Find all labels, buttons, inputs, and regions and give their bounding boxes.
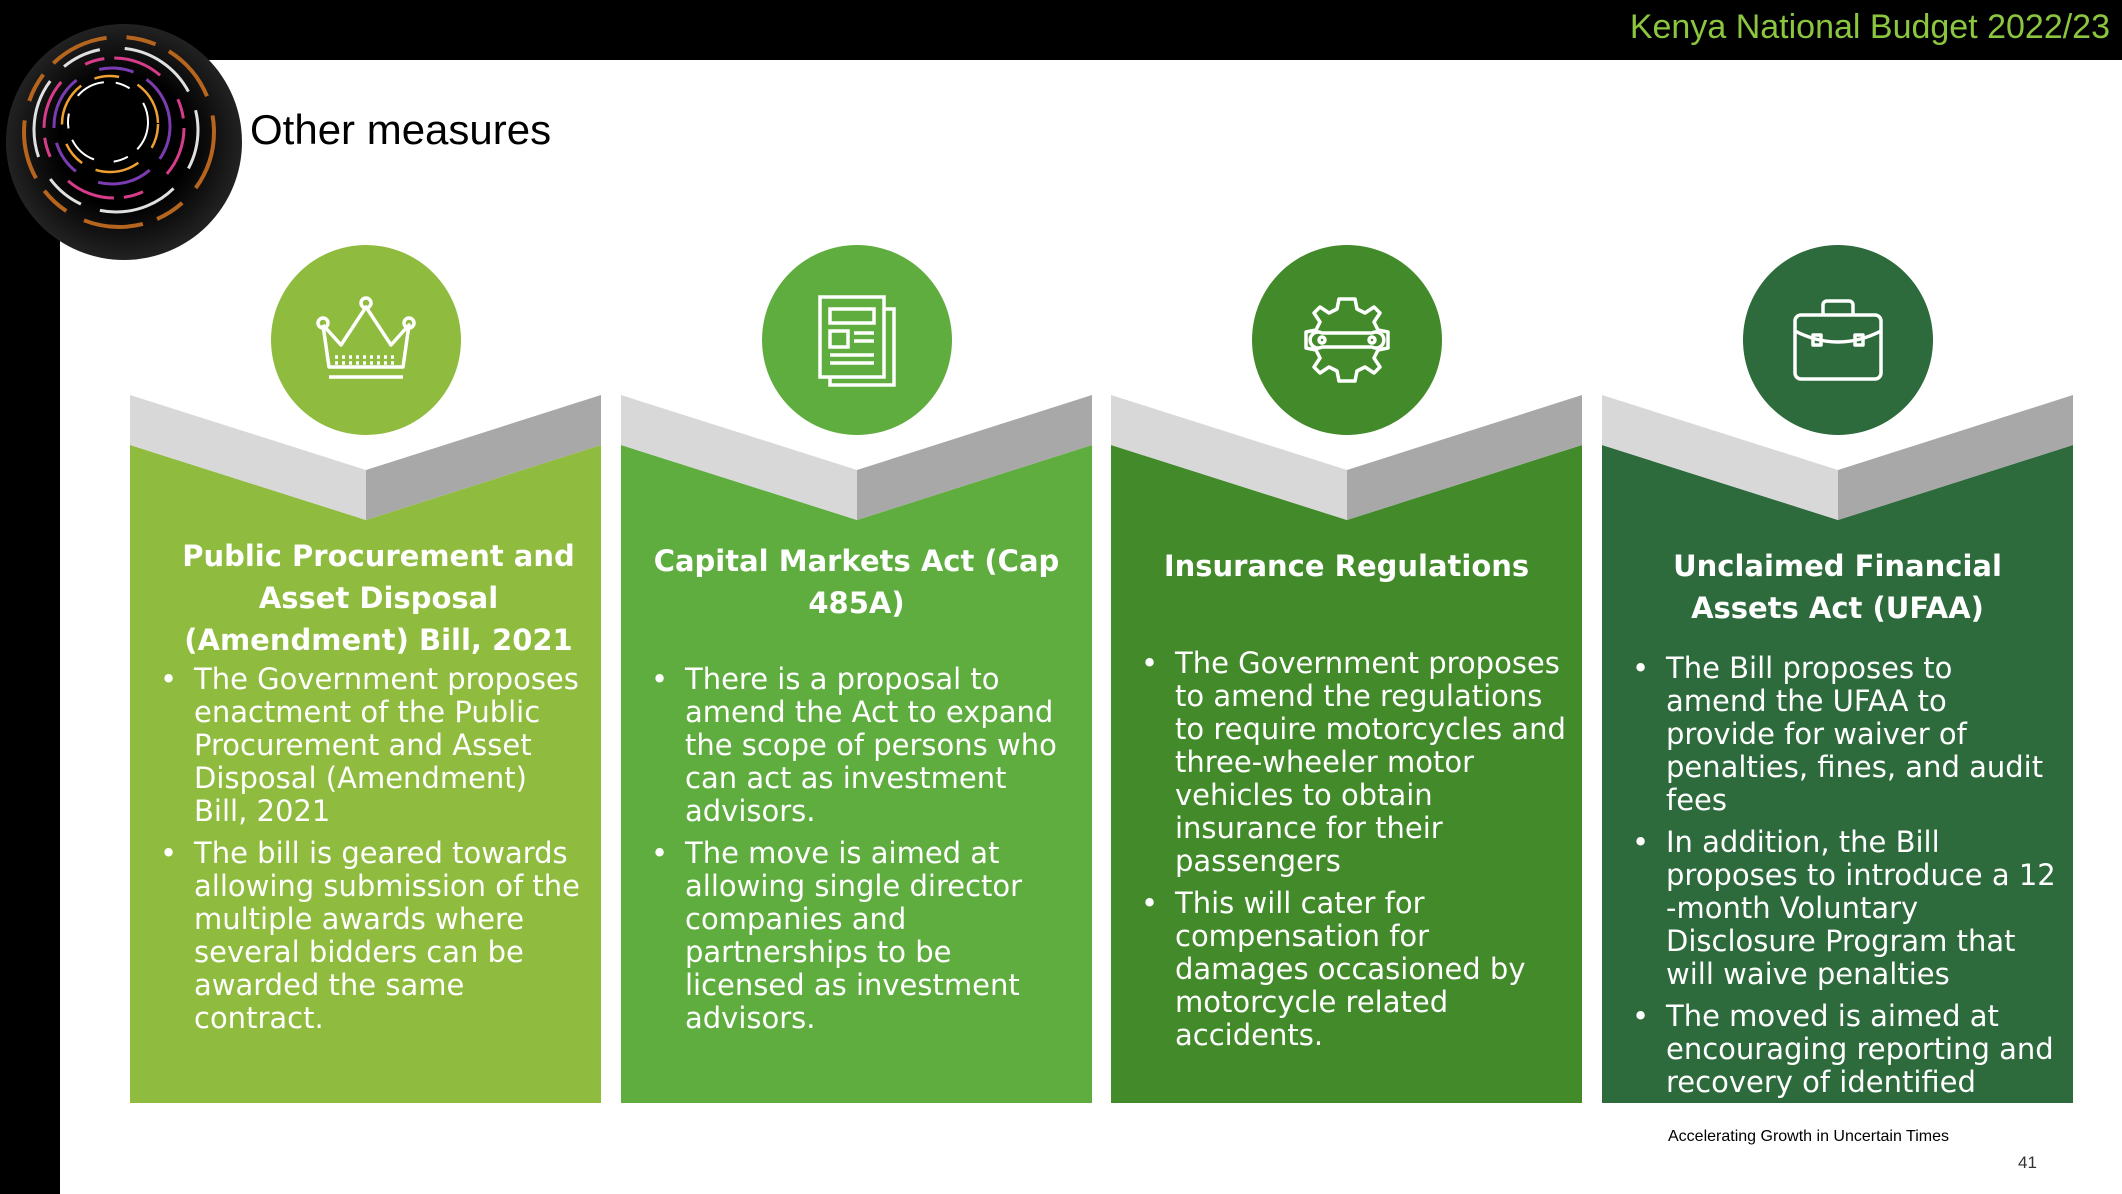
bullet-item: The moved is aimed at encouraging report… [1632,1000,2059,1132]
card-heading: Unclaimed Financial Assets Act (UFAA) [1673,549,2002,625]
card-heading: Capital Markets Act (Cap 485A) [653,544,1060,620]
card-public-procurement: Public Procurement and Asset Disposal (A… [130,245,601,1103]
card-bullet-list: The Bill proposes to amend the UFAA to p… [1632,652,2059,1141]
card-unclaimed-assets: Unclaimed Financial Assets Act (UFAA) Th… [1602,245,2073,1132]
bullet-item: The move is aimed at allowing single dir… [651,837,1078,1035]
bullet-item: The bill is geared towards allowing subm… [160,837,587,1035]
card-bullet-list: There is a proposal to amend the Act to … [651,663,1078,1044]
bullet-item: The Bill proposes to amend the UFAA to p… [1632,652,2059,817]
page-number: 41 [2018,1153,2037,1172]
card-insurance-regulations: Insurance Regulations The Government pro… [1111,245,1582,1103]
bullet-item: The Government proposes to amend the reg… [1141,647,1568,878]
card-capital-markets: Capital Markets Act (Cap 485A) There is … [621,245,1092,1103]
bullet-item: This will cater for compensation for dam… [1141,887,1568,1052]
card-heading: Public Procurement and Asset Disposal (A… [182,539,575,657]
newspaper-icon [762,245,952,435]
swirl-logo-icon [6,24,242,260]
bullet-item: The Government proposes enactment of the… [160,663,587,828]
card-heading: Insurance Regulations [1163,549,1530,583]
bullet-item: There is a proposal to amend the Act to … [651,663,1078,828]
briefcase-icon [1743,245,1933,435]
card-bullet-list: The Government proposes enactment of the… [160,663,587,1044]
header-title: Kenya National Budget 2022/23 [1629,8,2110,46]
bullet-item: In addition, the Bill proposes to introd… [1632,826,2059,991]
card-bullet-list: The Government proposes to amend the reg… [1141,647,1568,1061]
footer-tagline: Accelerating Growth in Uncertain Times [1668,1128,1949,1145]
page-title: Other measures [250,106,552,153]
gear-wrench-icon [1252,245,1442,435]
crown-icon [271,245,461,435]
